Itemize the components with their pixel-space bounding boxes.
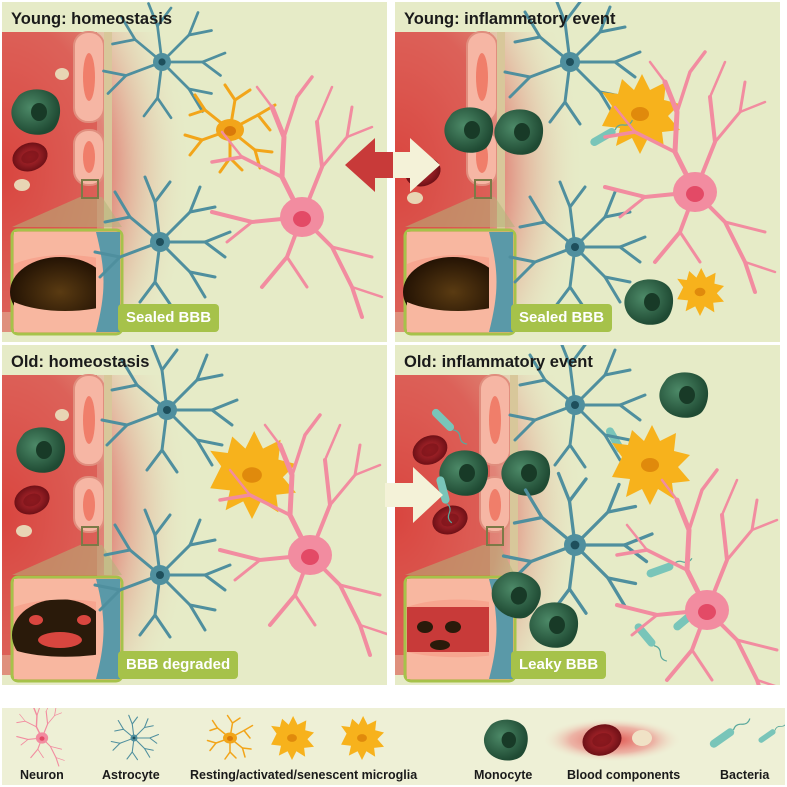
bbb-status-badge: BBB degraded xyxy=(118,651,238,679)
panel-title: Old: homeostasis xyxy=(11,353,149,372)
bacteria-icon xyxy=(708,715,752,749)
double-arrow-icon xyxy=(345,130,440,200)
old-inflammatory-illustration xyxy=(395,345,780,685)
bbb-status-badge: Leaky BBB xyxy=(511,651,606,679)
monocyte-icon xyxy=(529,602,578,647)
panel-title: Old: inflammatory event xyxy=(404,353,593,372)
young-homeostasis-illustration xyxy=(2,2,387,342)
legend-label-astrocyte: Astrocyte xyxy=(102,768,160,782)
monocyte-icon xyxy=(11,89,60,134)
legend-label-bacteria: Bacteria xyxy=(720,768,769,782)
monocyte-icon xyxy=(494,109,543,154)
monocyte-icon xyxy=(624,279,673,324)
neuron-icon xyxy=(17,708,65,766)
legend-label-monocyte: Monocyte xyxy=(474,768,532,782)
monocyte-icon xyxy=(444,107,493,152)
panel-old-homeostasis: Old: homeostasis BBB degraded xyxy=(2,345,387,685)
senescent-microglia-icon xyxy=(341,716,384,760)
legend-label-blood: Blood components xyxy=(567,768,680,782)
bbb-status-badge: Sealed BBB xyxy=(118,304,219,332)
bbb-status-badge: Sealed BBB xyxy=(511,304,612,332)
arrow-right-icon xyxy=(385,465,445,525)
legend: Neuron Astrocyte Resting/activated/senes… xyxy=(2,708,785,785)
old-homeostasis-illustration xyxy=(2,345,387,685)
astrocyte-icon xyxy=(111,715,158,759)
activated-microglia-icon xyxy=(271,716,314,760)
resting-microglia-icon xyxy=(208,716,253,760)
legend-label-neuron: Neuron xyxy=(20,768,64,782)
panel-title: Young: homeostasis xyxy=(11,10,172,29)
panel-title: Young: inflammatory event xyxy=(404,10,615,29)
monocyte-icon xyxy=(659,372,708,417)
panel-old-inflammatory: Old: inflammatory event Leaky BBB xyxy=(395,345,780,685)
legend-label-microglia: Resting/activated/senescent microglia xyxy=(190,768,417,782)
panel-young-homeostasis: Young: homeostasis Sealed BBB xyxy=(2,2,387,342)
young-inflammatory-illustration xyxy=(395,2,780,342)
monocyte-icon xyxy=(16,427,65,472)
monocyte-icon xyxy=(484,720,528,761)
panel-young-inflammatory: Young: inflammatory event Sealed BBB xyxy=(395,2,780,342)
